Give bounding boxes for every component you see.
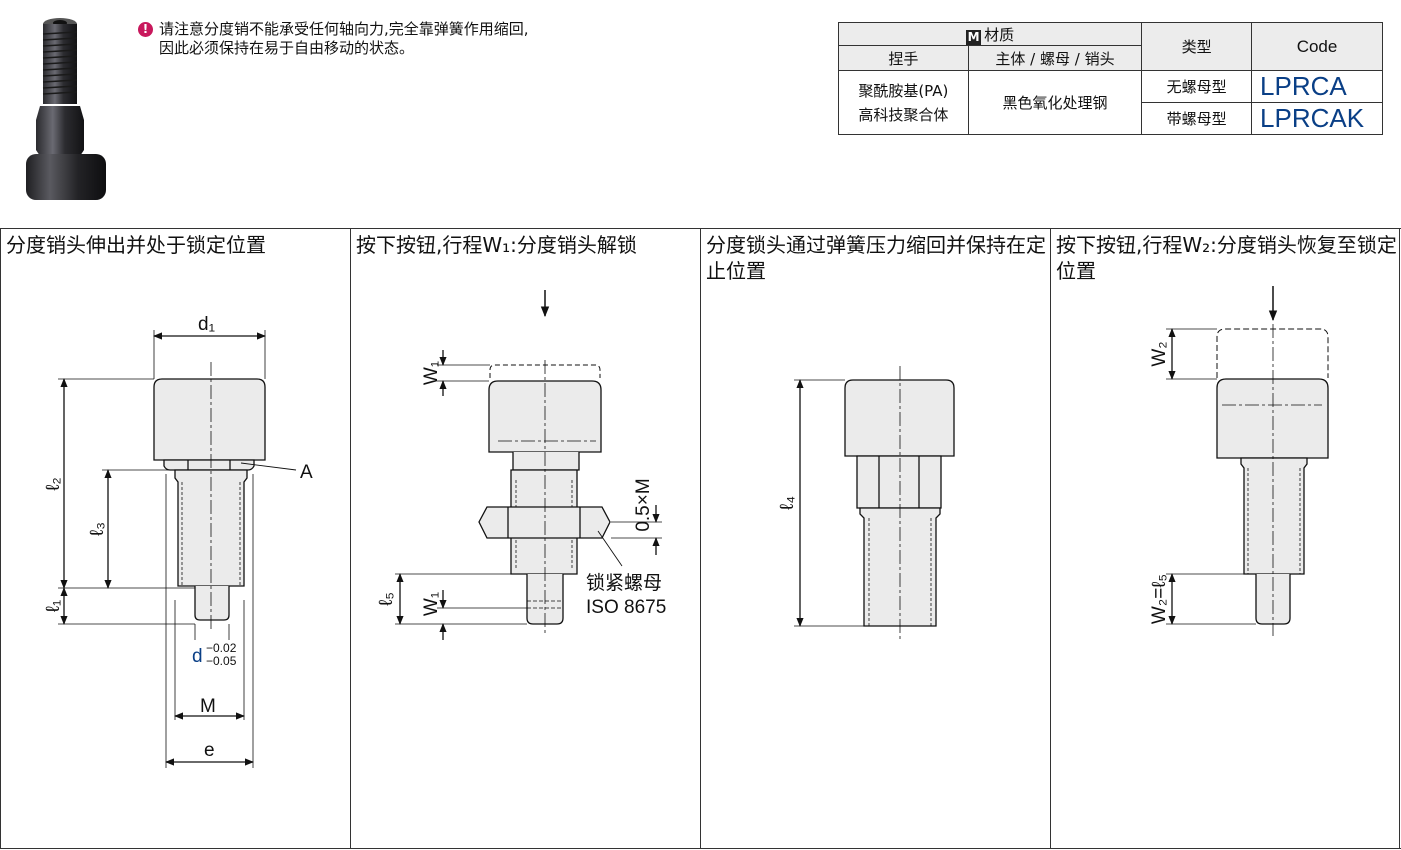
drawing-unlocked-stroke-w1: [395, 290, 662, 640]
label-l2: ℓ₂: [43, 477, 64, 491]
type-header: 类型: [1141, 22, 1253, 71]
code-header: Code: [1251, 22, 1383, 71]
code-link-lprca[interactable]: LPRCA: [1251, 70, 1383, 103]
handle-value: 聚酰胺基(PA) 高科技聚合体: [838, 70, 969, 135]
drawing-locked-position: [58, 330, 297, 768]
label-w1-bottom: W₁: [421, 592, 442, 616]
handle-value-line-2: 高科技聚合体: [858, 105, 949, 124]
label-l5: ℓ₅: [376, 592, 397, 606]
label-d: d: [192, 646, 203, 667]
body-value: 黑色氧化处理钢: [967, 70, 1143, 135]
panel-separator-1: [350, 228, 351, 849]
label-l3: ℓ₃: [87, 522, 108, 536]
label-tolerance-upper: −0.02: [206, 641, 237, 655]
type-value-2: 带螺母型: [1141, 102, 1253, 135]
material-badge-icon: M: [966, 29, 982, 45]
label-d1: d₁: [198, 314, 215, 335]
body-header: 主体 / 螺母 / 销头: [967, 45, 1143, 71]
handle-value-line-1: 聚酰胺基(PA): [858, 81, 949, 100]
drawing-relock-stroke-w2: [1166, 286, 1329, 636]
panel-3-title: 分度锁头通过弹簧压力缩回并保持在定止位置: [706, 233, 1046, 283]
panels-area: 分度销头伸出并处于锁定位置 按下按钮,行程W₁:分度销头解锁 分度锁头通过弹簧压…: [0, 228, 1401, 850]
label-a: A: [300, 462, 313, 483]
material-label: 材质: [984, 25, 1015, 44]
label-m: M: [200, 696, 216, 717]
label-l4: ℓ₄: [777, 496, 798, 510]
label-e: e: [204, 740, 215, 761]
panel-4-title: 按下按钮,行程W₂:分度销头恢复至锁定位置: [1056, 233, 1397, 283]
panel-separator-2: [700, 228, 701, 849]
label-l1: ℓ₁: [43, 600, 64, 613]
label-w2-top: W₂: [1149, 341, 1170, 366]
warning-icon: !: [138, 22, 153, 37]
label-w1-top: W₁: [421, 361, 442, 385]
product-photo: [18, 10, 118, 205]
panel-1-title: 分度销头伸出并处于锁定位置: [6, 233, 266, 257]
panel-separator-3: [1050, 228, 1051, 849]
code-link-lprcak[interactable]: LPRCAK: [1251, 102, 1383, 135]
type-value-1: 无螺母型: [1141, 70, 1253, 103]
panel-border-right: [1399, 228, 1400, 849]
label-lock-nut: 锁紧螺母: [586, 572, 662, 594]
warning-notice: ! 请注意分度销不能承受任何轴向力,完全靠弹簧作用缩回, 因此必须保持在易于自由…: [138, 20, 529, 58]
label-w2-eq-l5: W₂=ℓ₅: [1149, 574, 1170, 624]
panel-2-title: 按下按钮,行程W₁:分度销头解锁: [356, 233, 637, 257]
notice-line-1: 请注意分度销不能承受任何轴向力,完全靠弹簧作用缩回,: [159, 20, 529, 38]
label-iso: ISO 8675: [586, 597, 666, 618]
label-pitch: 0.5×M: [633, 478, 654, 531]
handle-header: 捏手: [838, 45, 969, 71]
drawing-retracted-position: [794, 366, 955, 640]
notice-line-2: 因此必须保持在易于自由移动的状态。: [159, 39, 415, 57]
panel-border-left: [0, 228, 1, 849]
label-tolerance-lower: −0.05: [206, 654, 237, 668]
